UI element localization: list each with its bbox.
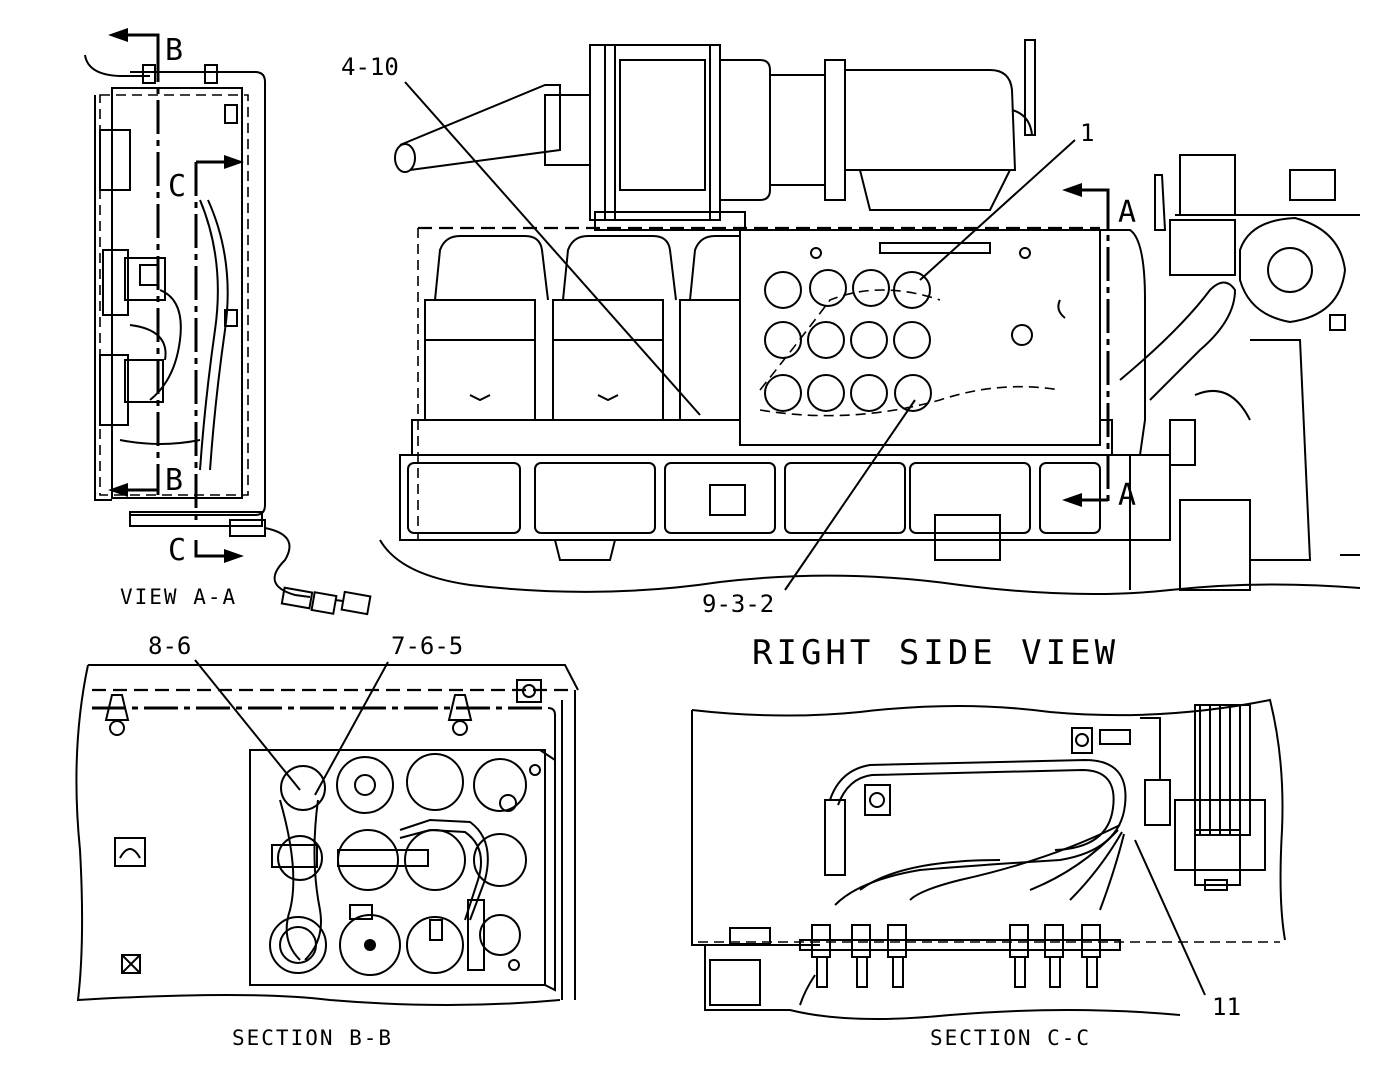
gauge-row-3	[764, 374, 932, 412]
section-marker-c-bottom: C	[168, 533, 186, 568]
section-cc-drawing	[691, 698, 1286, 1020]
caption-section-cc: SECTION C-C	[930, 1026, 1091, 1050]
view-aa-drawing	[84, 28, 372, 616]
caption-view-aa: VIEW A-A	[120, 585, 237, 609]
callout-1: 1	[1080, 119, 1094, 147]
callout-9-3-2: 9-3-2	[702, 590, 774, 618]
section-marker-a-bottom: A	[1118, 478, 1136, 513]
section-cc-connectors	[811, 924, 1101, 988]
gauge-row-2	[764, 321, 931, 359]
caption-right-side-view: RIGHT SIDE VIEW	[752, 633, 1119, 673]
section-marker-a-top: A	[1118, 195, 1136, 230]
callout-11: 11	[1212, 993, 1241, 1021]
callout-7-6-5: 7-6-5	[391, 632, 463, 660]
section-marker-b-bottom: B	[165, 463, 183, 498]
right-side-view-drawing	[379, 39, 1361, 595]
section-marker-c-top: C	[168, 169, 186, 204]
section-bb-drawing	[75, 659, 579, 1006]
section-bb-gauges	[269, 753, 541, 976]
callout-4-10: 4-10	[341, 53, 399, 81]
section-marker-b-top: B	[165, 33, 183, 68]
instrument-panel	[739, 229, 1101, 446]
callout-8-6: 8-6	[148, 632, 191, 660]
caption-section-bb: SECTION B-B	[232, 1026, 393, 1050]
